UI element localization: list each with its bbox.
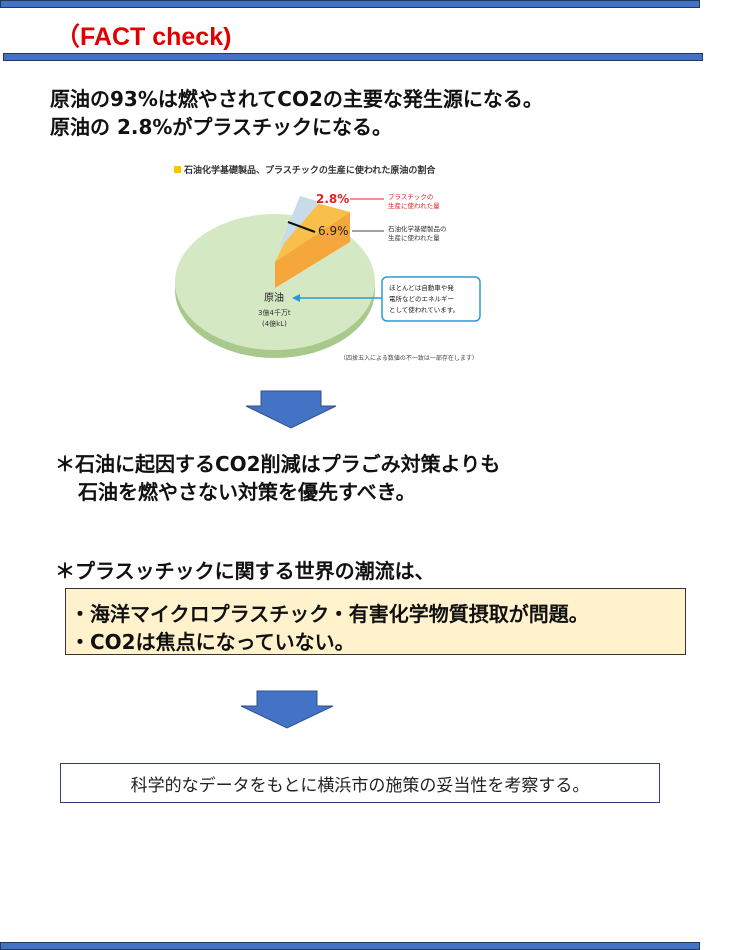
- callout-box: [381, 276, 481, 322]
- intro-line-2: 原油の 2.8%がプラスチックになる。: [50, 115, 393, 139]
- plastic-label-1: プラスチックの: [388, 193, 433, 201]
- figure-title: 石油化学基礎製品、プラスチックの生産に使われた原油の割合: [183, 164, 436, 176]
- trend-item: ・海洋マイクロプラスチック・有害化学物質摂取が問題。: [70, 602, 589, 626]
- petro-label-1: 石油化学基礎製品の: [388, 224, 447, 233]
- bottom-bar: [0, 942, 700, 950]
- intro-line-1: 原油の93%は燃やされてCO2の主要な発生源になる。: [50, 87, 543, 111]
- down-arrow-icon: [245, 390, 337, 429]
- plastic-label-2: 生産に使われた量: [388, 201, 440, 210]
- callout-line-1: ほとんどは自動車や発: [389, 283, 454, 292]
- crude-volume: (4億kL): [262, 319, 287, 328]
- down-arrow-icon: [240, 690, 334, 729]
- page-title: （FACT check): [55, 23, 232, 51]
- crude-amount: 3億4千万t: [258, 308, 291, 317]
- callout-line-2: 電所などのエネルギー: [389, 294, 454, 303]
- petro-label-2: 生産に使われた量: [388, 233, 440, 242]
- arrow-6-9: [287, 221, 316, 233]
- callout-line-3: として使われています。: [389, 305, 459, 314]
- trend-box: ・海洋マイクロプラスチック・有害化学物質摂取が問題。 ・CO2は焦点になっていな…: [65, 588, 686, 655]
- trend-item: ・CO2は焦点になっていない。: [70, 630, 355, 654]
- figure-note: （四捨五入による数値の不一致は一部存在します）: [340, 354, 478, 362]
- title-underline-bar: [3, 53, 703, 61]
- point2-heading: ＊プラスッチックに関する世界の潮流は、: [55, 559, 435, 583]
- crude-label: 原油: [264, 291, 284, 304]
- conclusion-text: 科学的なデータをもとに横浜市の施策の妥当性を考察する。: [130, 775, 590, 796]
- pie-petro-side: [275, 212, 350, 288]
- conclusion-box: 科学的なデータをもとに横浜市の施策の妥当性を考察する。: [60, 763, 660, 803]
- point1-line-2: 石油を燃やさない対策を優先すべき。: [78, 480, 416, 504]
- top-bar: [0, 0, 700, 8]
- crude-oil-pie-figure: 石油化学基礎製品、プラスチックの生産に使われた原油の割合 2.8% プラスチック…: [174, 164, 481, 362]
- point1-line-1: ＊石油に起因するCO2削減はプラごみ対策よりも: [55, 452, 501, 476]
- petro-pct: 6.9%: [318, 224, 349, 238]
- pie-plastic-slice: [278, 196, 320, 250]
- plastic-pct: 2.8%: [316, 192, 349, 206]
- legend-square-icon: [174, 166, 181, 173]
